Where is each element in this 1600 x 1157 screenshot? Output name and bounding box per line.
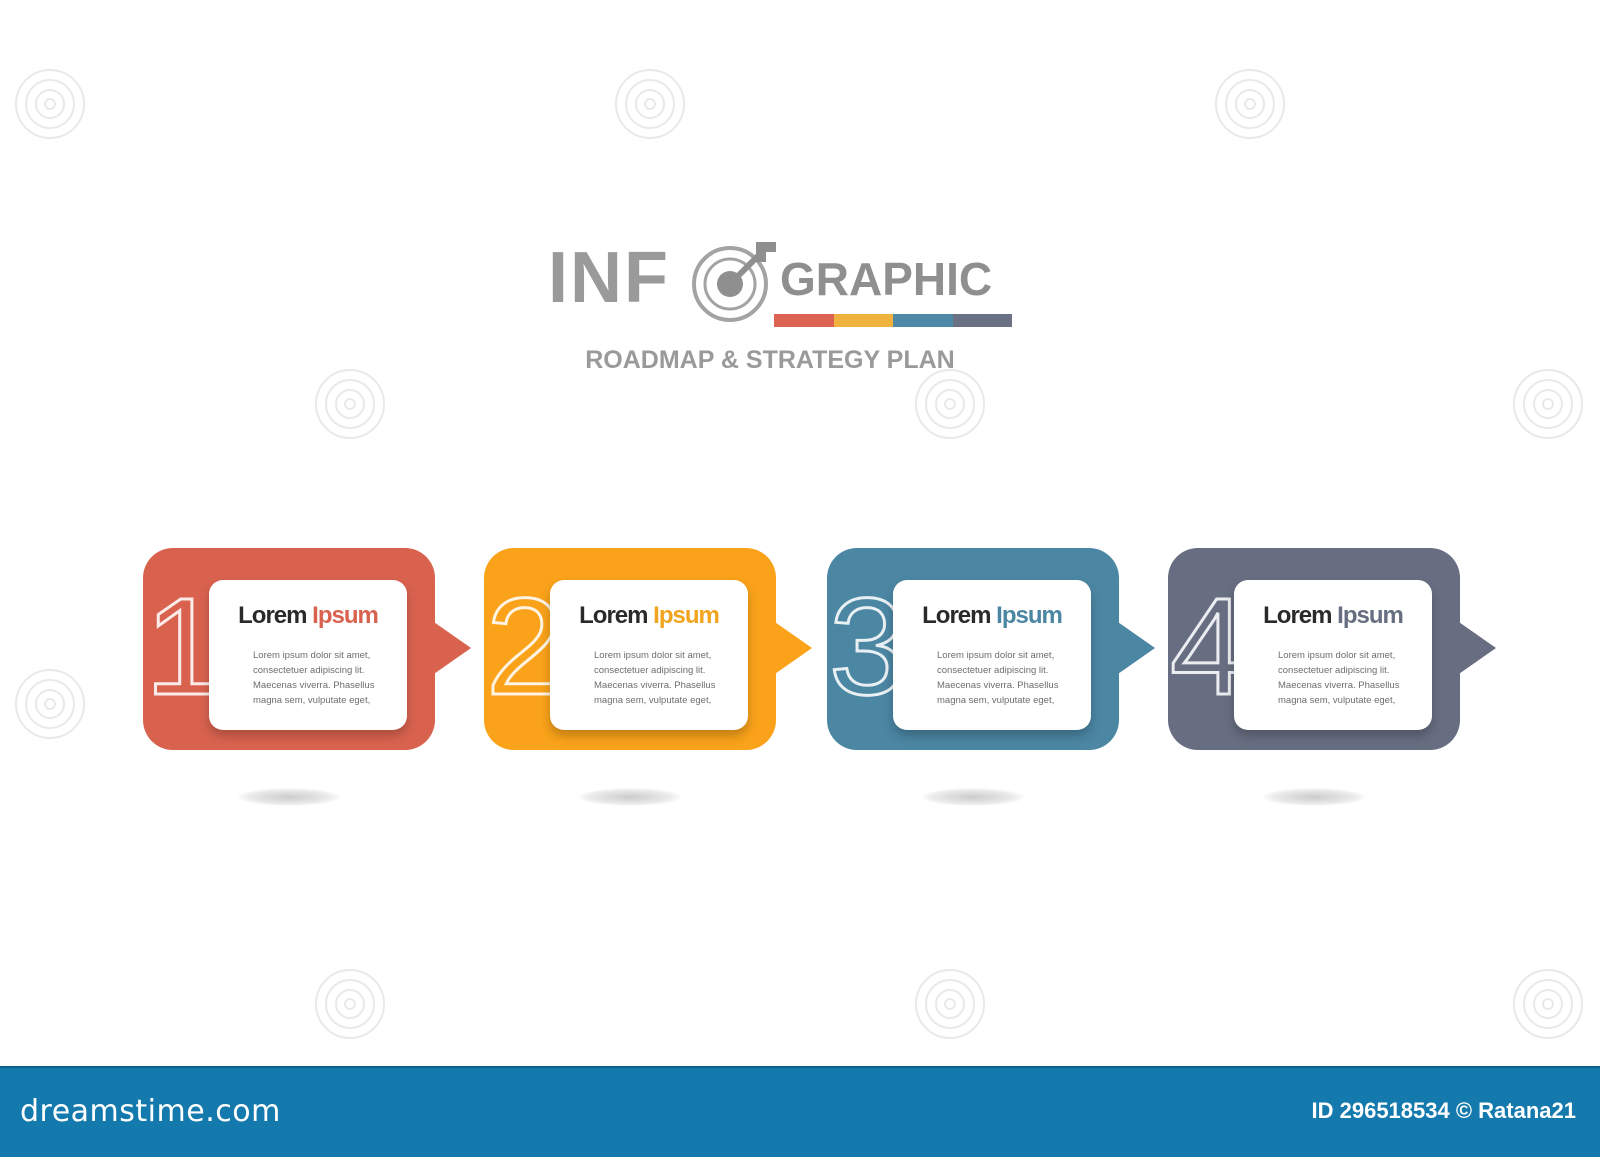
step-4: 4 Lorem Ipsum Lorem ipsum dolor sit amet… bbox=[1168, 548, 1508, 808]
step-title-word1: Lorem bbox=[579, 602, 648, 629]
step-2: 2 Lorem Ipsum Lorem ipsum dolor sit amet… bbox=[484, 548, 824, 808]
color-bar-segment bbox=[893, 314, 953, 327]
color-bar-segment bbox=[774, 314, 834, 327]
step-title: Lorem Ipsum bbox=[550, 602, 748, 630]
step-title-word2: Ipsum bbox=[996, 602, 1063, 629]
site-logo-text[interactable]: dreamstime.com bbox=[20, 1094, 281, 1129]
step-body-line: magna sem, vulputate eget, bbox=[1278, 695, 1396, 706]
title-color-bar bbox=[774, 314, 1012, 327]
step-body-line: Maecenas viverra. Phasellus bbox=[937, 680, 1059, 691]
color-bar-segment bbox=[952, 314, 1012, 327]
step-body-line: consectetuer adipiscing lit. bbox=[1278, 665, 1390, 676]
arrow-right-icon bbox=[772, 620, 812, 676]
subtitle: ROADMAP & STRATEGY PLAN bbox=[585, 346, 955, 374]
step-title: Lorem Ipsum bbox=[1234, 602, 1432, 630]
step-card: Lorem Ipsum Lorem ipsum dolor sit amet, … bbox=[1234, 580, 1432, 730]
image-credit: ID 296518534 © Ratana21 bbox=[1311, 1098, 1577, 1123]
step-body-line: Maecenas viverra. Phasellus bbox=[253, 680, 375, 691]
step-body-line: Lorem ipsum dolor sit amet, bbox=[253, 650, 371, 661]
infographic-header: INF GRAPHIC ROADMAP & STRATEGY PLAN bbox=[0, 0, 1600, 400]
step-title-word1: Lorem bbox=[1263, 602, 1332, 629]
step-body-line: Lorem ipsum dolor sit amet, bbox=[937, 650, 1055, 661]
footer-bar: dreamstime.com ID 296518534 © Ratana21 bbox=[0, 1066, 1600, 1157]
step-title-word2: Ipsum bbox=[653, 602, 720, 629]
step-body-line: Maecenas viverra. Phasellus bbox=[594, 680, 716, 691]
step-title: Lorem Ipsum bbox=[209, 602, 407, 630]
step-title-word1: Lorem bbox=[238, 602, 307, 629]
step-body-line: Lorem ipsum dolor sit amet, bbox=[1278, 650, 1396, 661]
arrow-right-icon bbox=[1115, 620, 1155, 676]
step-title-word2: Ipsum bbox=[1337, 602, 1404, 629]
title-part-graphic: GRAPHIC bbox=[780, 253, 993, 305]
step-card: Lorem Ipsum Lorem ipsum dolor sit amet, … bbox=[550, 580, 748, 730]
step-body-line: magna sem, vulputate eget, bbox=[253, 695, 371, 706]
arrow-right-icon bbox=[1456, 620, 1496, 676]
step-3: 3 Lorem Ipsum Lorem ipsum dolor sit amet… bbox=[827, 548, 1167, 808]
step-body-line: consectetuer adipiscing lit. bbox=[594, 665, 706, 676]
step-body-line: Lorem ipsum dolor sit amet, bbox=[594, 650, 712, 661]
color-bar-segment bbox=[833, 314, 893, 327]
roadmap-steps: 1 Lorem Ipsum Lorem ipsum dolor sit amet… bbox=[143, 548, 1508, 808]
arrow-right-icon bbox=[431, 620, 471, 676]
step-title: Lorem Ipsum bbox=[893, 602, 1091, 630]
step-shadow bbox=[1262, 788, 1366, 806]
step-body-line: Maecenas viverra. Phasellus bbox=[1278, 680, 1400, 691]
title-part-info: INF bbox=[548, 238, 670, 318]
step-shadow bbox=[237, 788, 341, 806]
step-body-line: magna sem, vulputate eget, bbox=[937, 695, 1055, 706]
step-title-word2: Ipsum bbox=[312, 602, 379, 629]
step-shadow bbox=[578, 788, 682, 806]
step-title-word1: Lorem bbox=[922, 602, 991, 629]
step-body: Lorem ipsum dolor sit amet, consectetuer… bbox=[253, 648, 377, 708]
step-card: Lorem Ipsum Lorem ipsum dolor sit amet, … bbox=[209, 580, 407, 730]
step-1: 1 Lorem Ipsum Lorem ipsum dolor sit amet… bbox=[143, 548, 483, 808]
step-body-line: consectetuer adipiscing lit. bbox=[937, 665, 1049, 676]
step-shadow bbox=[921, 788, 1025, 806]
step-body: Lorem ipsum dolor sit amet, consectetuer… bbox=[937, 648, 1061, 708]
step-body: Lorem ipsum dolor sit amet, consectetuer… bbox=[1278, 648, 1402, 708]
target-dart-icon bbox=[692, 242, 776, 322]
step-body-line: magna sem, vulputate eget, bbox=[594, 695, 712, 706]
step-body-line: consectetuer adipiscing lit. bbox=[253, 665, 365, 676]
step-body: Lorem ipsum dolor sit amet, consectetuer… bbox=[594, 648, 718, 708]
step-card: Lorem Ipsum Lorem ipsum dolor sit amet, … bbox=[893, 580, 1091, 730]
